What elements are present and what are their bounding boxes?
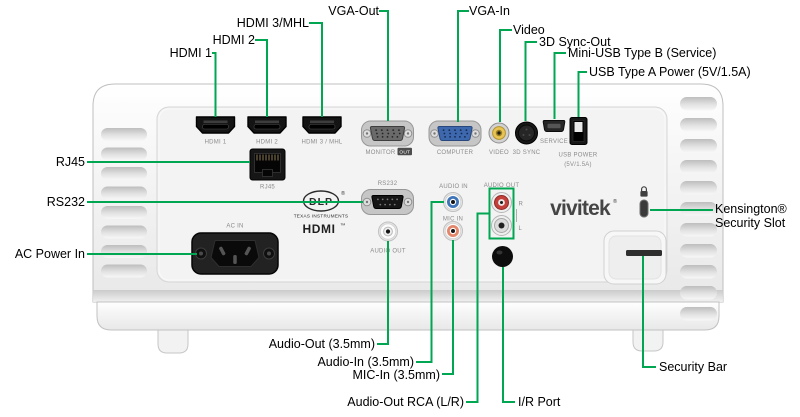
callout-ac-power-in: AC Power In [14, 247, 85, 261]
callout-line-ir-port [502, 267, 515, 403]
computer-vga-port [428, 120, 482, 147]
callout-hdmi2: HDMI 2 [212, 33, 255, 47]
callout-line-audio-out-rca [466, 212, 490, 403]
panel-inner-highlight [158, 108, 666, 281]
audio-in-port-label: AUDIO IN [439, 184, 468, 190]
service-mini-usb-port [542, 120, 566, 132]
callout-audio-out-rca: Audio-Out RCA (L/R) [347, 395, 464, 409]
kensington-slot [639, 199, 649, 218]
callout-hdmi1: HDMI 1 [169, 46, 212, 60]
rca-l-label: L [519, 226, 523, 232]
callout-vga-out: VGA-Out [328, 4, 379, 18]
kensington-lock-icon [640, 186, 648, 197]
vivitek-logo: vivitek ® [550, 197, 617, 220]
texas-instruments-text: TEXAS INSTRUMENTS [294, 214, 349, 219]
callout-rs232: RS232 [46, 195, 85, 209]
rca-r-label: R [519, 202, 524, 208]
callout-mic-in-35: MIC-In (3.5mm) [352, 368, 441, 382]
service-port-label: SERVICE [540, 139, 568, 145]
callout-kensington-line2: Security Slot [715, 216, 786, 230]
computer-port-label: COMPUTER [437, 150, 474, 156]
monitor-out-badge [397, 147, 412, 156]
callout-line-mini-usb [553, 52, 566, 119]
hdmi-tm-mark: ™ [340, 223, 346, 229]
callout-line-hdmi1 [212, 52, 217, 117]
video-port-label: VIDEO [489, 150, 509, 156]
rj45-port-label: RJ45 [260, 185, 275, 191]
hdmi3-port-label: HDMI 3 / MHL [301, 140, 342, 146]
callout-line-video [499, 29, 512, 122]
callout-line-mic-in [442, 240, 454, 375]
callout-kensington-line1: Kensington® [715, 202, 787, 216]
callout-audio-in-35: Audio-In (3.5mm) [317, 355, 414, 369]
hdmi-logo: HDMI ™ [302, 222, 345, 236]
rs232-port-label: RS232 [378, 181, 398, 187]
3d-sync-port [515, 121, 538, 145]
callout-lines [87, 10, 713, 403]
ac-in-label: AC IN [226, 224, 243, 230]
callout-line-3d-sync [524, 41, 537, 121]
security-bar [603, 230, 667, 285]
hdmi3-mhl-port [302, 116, 342, 134]
monitor-out-port [361, 120, 414, 147]
callout-rj45: RJ45 [55, 155, 85, 169]
ir-receiver-port [492, 246, 513, 267]
hdmi1-port [195, 116, 236, 134]
callout-line-vga-out [379, 10, 389, 121]
vivitek-logo-text: vivitek [550, 197, 611, 220]
mic-in-port [443, 221, 463, 241]
body-groove [93, 290, 723, 302]
callout-line-hdmi2 [255, 39, 268, 117]
callout-line-vga-in [457, 10, 469, 122]
callout-ir-port: I/R Port [518, 395, 561, 409]
usb-power-port-label: USB POWER [559, 153, 598, 159]
callout-line-hdmi3 [309, 22, 323, 117]
audio-out-rca-label: AUDIO OUT [484, 183, 520, 189]
ac-power-socket [191, 232, 279, 275]
hdmi-logo-text: HDMI [302, 222, 335, 236]
callout-line-security-bar [642, 256, 656, 368]
callout-3d-sync-out: 3D Sync-Out [539, 35, 611, 49]
callout-hdmi3-mhl: HDMI 3/MHL [236, 16, 309, 30]
hdmi1-port-label: HDMI 1 [205, 140, 227, 146]
monitor-port-label: MONITOR [366, 150, 396, 156]
vivitek-reg-mark: ® [613, 198, 617, 205]
callout-security-bar: Security Bar [659, 360, 728, 374]
audio-out-35mm-port [378, 221, 398, 242]
callout-line-usb-power [577, 71, 587, 117]
right-vent-grille [680, 97, 717, 321]
hdmi2-port-label: HDMI 2 [256, 140, 278, 146]
3d-sync-port-label: 3D SYNC [513, 150, 541, 156]
usb-power-port [569, 117, 588, 145]
audio-in-port [443, 192, 463, 212]
monitor-out-badge-label: OUT [399, 149, 410, 155]
callout-line-audio-in [416, 201, 444, 363]
callout-audio-out-35: Audio-Out (3.5mm) [268, 337, 375, 351]
callout-mini-usb: Mini-USB Type B (Service) [568, 46, 717, 60]
callout-kensington: Kensington® Security Slot [715, 202, 787, 230]
rca-out-l-port [491, 215, 512, 236]
rs232-port [361, 189, 414, 215]
dlp-reg-mark: ® [341, 190, 345, 197]
video-rca-port [488, 122, 510, 144]
hdmi2-port [247, 116, 287, 134]
callout-video: Video [513, 23, 545, 37]
mic-in-port-label: MIC IN [443, 217, 463, 223]
usb-power-rating-label: (5V/1.5A) [564, 162, 592, 168]
rca-out-r-port [491, 192, 512, 213]
rj45-port [249, 148, 286, 181]
callout-usb-power: USB Type A Power (5V/1.5A) [589, 65, 751, 79]
callout-line-audio-out-35 [377, 241, 389, 345]
callout-vga-in: VGA-In [469, 4, 510, 18]
body-bottom-shell [96, 301, 720, 331]
